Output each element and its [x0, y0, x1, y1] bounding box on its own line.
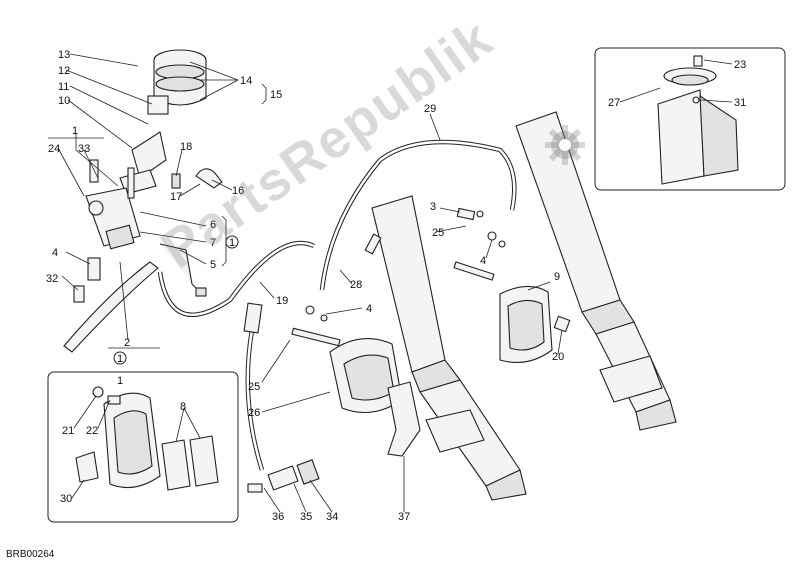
callout-4c: 4: [366, 303, 372, 315]
gear-logo-icon: [545, 125, 585, 165]
inset-caliper-assembly: [75, 386, 219, 491]
callout-25b: 25: [248, 381, 260, 393]
brake-caliper-front-left: [329, 338, 403, 413]
hose-fittings-left: [73, 159, 223, 303]
callout-32: 32: [46, 273, 58, 285]
callout-10: 10: [58, 95, 70, 107]
callout-2: 2: [124, 337, 130, 349]
reservoir-bracket: [119, 131, 167, 195]
callout-13: 13: [58, 49, 70, 61]
callout-21: 21: [62, 425, 74, 437]
circled-marker-c: 1: [117, 375, 123, 387]
callout-20: 20: [552, 351, 564, 363]
callout-14: 14: [240, 75, 252, 87]
callout-22: 22: [86, 425, 98, 437]
callout-6: 6: [210, 219, 216, 231]
callout-1: 1: [72, 125, 78, 137]
callout-18: 18: [180, 141, 192, 153]
callout-12: 12: [58, 65, 70, 77]
callout-31: 31: [734, 97, 746, 109]
caliper-bracket: [387, 381, 421, 457]
callout-4a: 4: [52, 247, 58, 259]
callout-11: 11: [58, 81, 69, 93]
callout-26: 26: [248, 407, 260, 419]
callout-19: 19: [276, 295, 288, 307]
fork-leg-left: [371, 195, 527, 501]
circled-marker-b: 1: [113, 351, 127, 365]
brake-light-switch: [159, 243, 207, 297]
svg-text:1: 1: [229, 237, 235, 249]
callout-28: 28: [350, 279, 362, 291]
circled-marker-a: 1: [225, 235, 239, 249]
svg-text:1: 1: [117, 353, 123, 365]
master-cylinder: [85, 187, 141, 250]
brake-fluid-reservoir: [147, 49, 207, 115]
brake-lever: [63, 261, 159, 353]
callout-34: 34: [326, 511, 338, 523]
inset-mount-assembly: [657, 55, 739, 185]
inset-frame-caliper: [47, 371, 239, 523]
speed-sensor: [247, 459, 320, 493]
callout-30: 30: [60, 493, 72, 505]
callout-29: 29: [424, 103, 436, 115]
callout-labels: 1 2 3 4 4 4 5 6 7 8 9 10 11 12 13 14 15 …: [46, 49, 746, 523]
leader-lines: [57, 53, 733, 513]
callout-37: 37: [398, 511, 410, 523]
brake-hose-lower: [243, 302, 265, 471]
brake-hose-main: [319, 139, 517, 291]
callout-23: 23: [734, 59, 746, 71]
callout-5: 5: [210, 259, 216, 271]
callout-25a: 25: [432, 227, 444, 239]
callout-16: 16: [232, 185, 244, 197]
callout-9: 9: [554, 271, 560, 283]
callout-15: 15: [270, 89, 282, 101]
brake-hose-left: [157, 240, 315, 318]
callout-7: 7: [210, 237, 216, 249]
callout-24: 24: [48, 143, 60, 155]
callout-27: 27: [608, 97, 620, 109]
inset-frame-mount: [594, 47, 786, 191]
callout-4b: 4: [480, 255, 486, 267]
brake-caliper-front-right: [499, 285, 553, 363]
callout-3: 3: [430, 201, 436, 213]
callout-8: 8: [180, 401, 186, 413]
callout-17: 17: [170, 191, 182, 203]
callout-33: 33: [78, 143, 90, 155]
callout-35: 35: [300, 511, 312, 523]
callout-36: 36: [272, 511, 284, 523]
drawing-code: BRB00264: [6, 549, 55, 560]
svg-text:1: 1: [117, 375, 123, 387]
fork-leg-right: [515, 111, 677, 431]
